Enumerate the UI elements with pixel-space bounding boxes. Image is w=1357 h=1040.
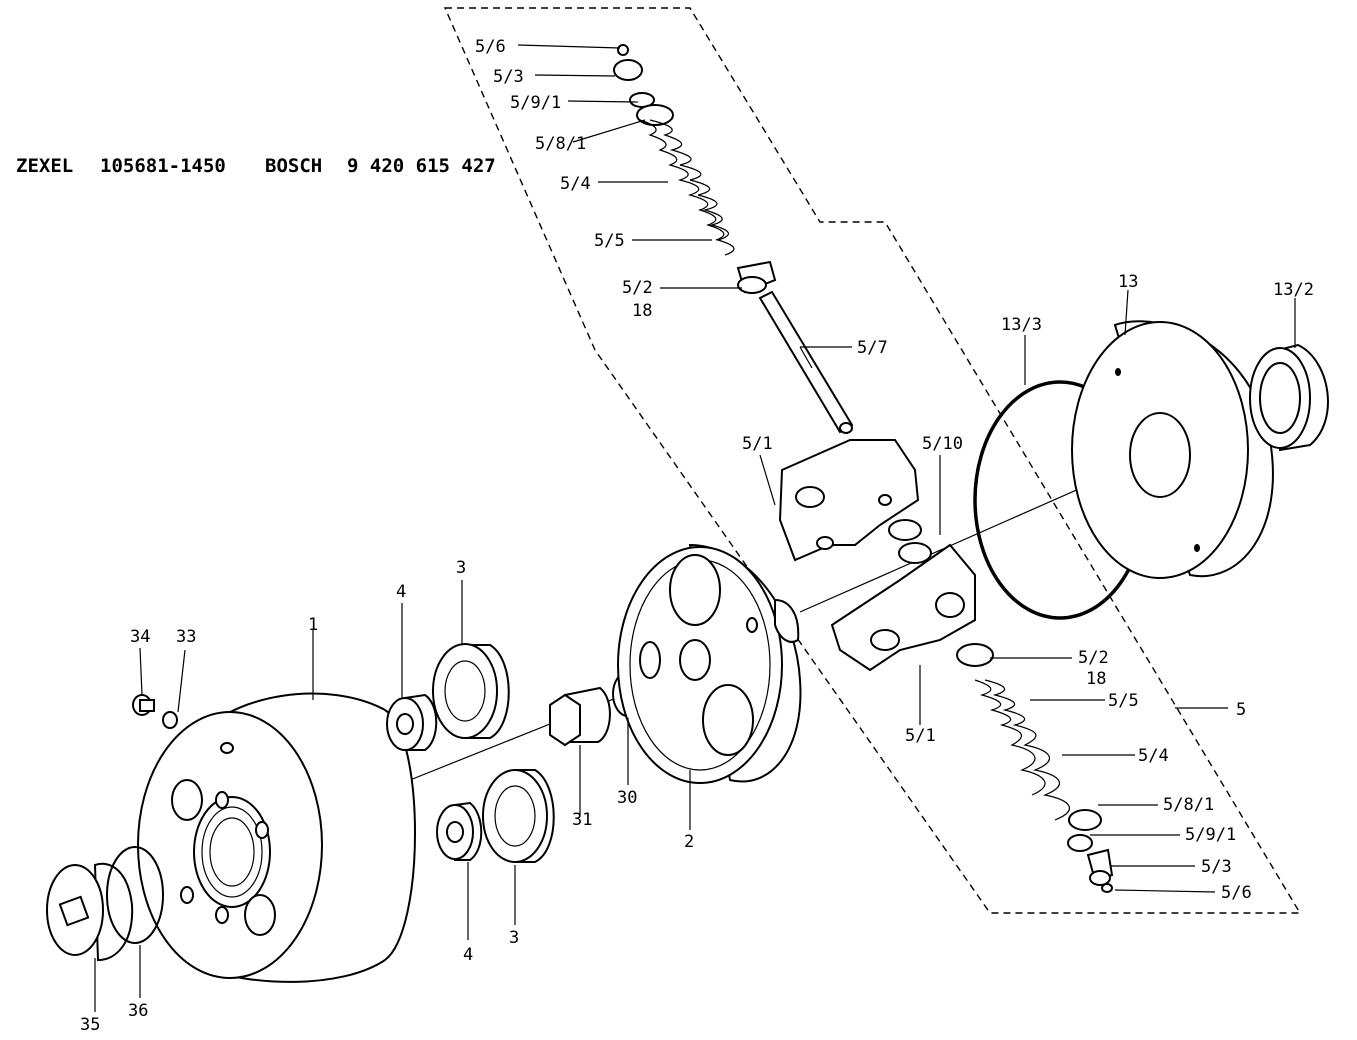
nut-part-31: [549, 686, 611, 747]
callout-5-5-top: 5/5: [594, 231, 625, 251]
cam-ring-part-2: [617, 543, 802, 784]
callout-36: 36: [128, 1001, 148, 1021]
callout-4-bot: 4: [463, 945, 473, 965]
pump-head-part-5-1-upper: [778, 439, 920, 562]
washer-part-33: [162, 711, 178, 729]
assembly-5-boundary: [443, 7, 1302, 914]
plug-part-35: [46, 862, 134, 962]
callout-labels: 5/6 5/3 5/9/1 5/8/1 5/4 5/5 5/2 18 5/7 5…: [80, 37, 1314, 1035]
callout-5-8-1-top: 5/8/1: [535, 134, 586, 154]
callout-5-6-top: 5/6: [475, 37, 506, 57]
callout-3-bot: 3: [509, 928, 519, 948]
roller-part-4-lower: [436, 801, 483, 861]
cover-part-13: [1071, 320, 1274, 579]
header-part-no2: 9 420 615 427: [347, 155, 496, 177]
callout-4-top: 4: [396, 582, 406, 602]
callout-18-top: 18: [632, 301, 652, 321]
callout-18-bot: 18: [1086, 669, 1106, 689]
o-ring-part-36: [106, 846, 164, 944]
callout-1: 1: [308, 615, 318, 635]
callout-5-7: 5/7: [857, 338, 888, 358]
callout-5-4-top: 5/4: [560, 174, 591, 194]
seal-part-5-10: [888, 519, 932, 564]
callout-35: 35: [80, 1015, 100, 1035]
shaft-part-5-7: [758, 290, 854, 434]
callout-5-9-1-bot: 5/9/1: [1185, 825, 1236, 845]
callout-5-1-bot: 5/1: [905, 726, 936, 746]
shoe-part-3-upper: [432, 643, 510, 739]
callout-5-9-1-top: 5/9/1: [510, 93, 561, 113]
spring-stack-lower: [956, 643, 1114, 893]
callout-33: 33: [176, 627, 196, 647]
callout-2: 2: [684, 832, 694, 852]
callout-5-8-1-bot: 5/8/1: [1163, 795, 1214, 815]
callout-13: 13: [1118, 272, 1138, 292]
callout-13-2: 13/2: [1273, 280, 1314, 300]
header-brand1: ZEXEL: [16, 155, 73, 177]
callout-31: 31: [572, 810, 592, 830]
leader-lines: [94, 44, 1296, 1012]
callout-5-5-bot: 5/5: [1108, 691, 1139, 711]
callout-5-2-top: 5/2: [622, 278, 653, 298]
housing-part-1: [137, 692, 416, 983]
callout-5-4-bot: 5/4: [1138, 746, 1169, 766]
callout-5-1-top: 5/1: [742, 434, 773, 454]
callout-3-top: 3: [456, 558, 466, 578]
bearing-part-13-2: [1249, 343, 1329, 452]
shoe-part-3-lower: [482, 769, 555, 863]
callout-5-10: 5/10: [922, 434, 963, 454]
callout-5-6-bot: 5/6: [1221, 883, 1252, 903]
header-part-no1: 105681-1450: [100, 155, 226, 177]
callout-5-2-bot: 5/2: [1078, 648, 1109, 668]
screw-part-34: [132, 694, 155, 716]
callout-5: 5: [1236, 700, 1246, 720]
callout-34: 34: [130, 627, 150, 647]
header-brand2: BOSCH: [265, 155, 322, 177]
callout-30: 30: [617, 788, 637, 808]
spring-stack-upper: [613, 44, 777, 294]
callout-5-3-bot: 5/3: [1201, 857, 1232, 877]
callout-13-3: 13/3: [1001, 315, 1042, 335]
roller-part-4-upper: [386, 693, 438, 751]
pump-head-part-5-1-lower: [830, 543, 976, 672]
callout-5-3-top: 5/3: [493, 67, 524, 87]
